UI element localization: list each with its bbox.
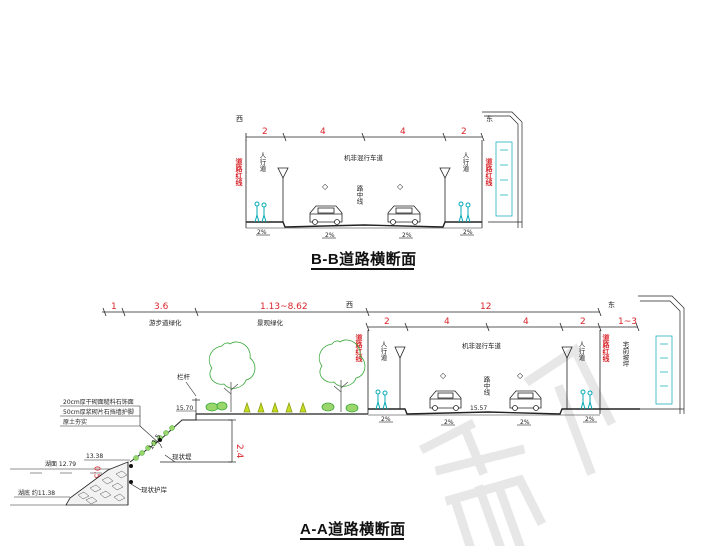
bb-slope-1: 2% xyxy=(257,229,267,236)
aa-dim-right-2a: 2 xyxy=(384,317,390,327)
aa-elev-3: 13.38 xyxy=(86,453,103,460)
aa-zone-landscape: 景观绿化 xyxy=(257,318,284,327)
aa-dim-right-4b: 4 xyxy=(523,317,529,327)
bb-slope-2: 2% xyxy=(325,232,335,239)
aa-slope-2: 2% xyxy=(444,419,454,426)
bb-dim-1: 2 xyxy=(262,127,268,137)
aa-arrow-right-icon: ◇ xyxy=(517,371,524,380)
aa-road-surface xyxy=(368,408,640,415)
bb-arrow-right-icon: ◇ xyxy=(397,182,404,191)
aa-dim-right-4a: 4 xyxy=(444,317,450,327)
aa-lamp-left-icon xyxy=(394,346,406,409)
aa-red-line-right: 道路红线 xyxy=(602,333,611,363)
aa-zone-trail: 游步道绿化 xyxy=(149,318,182,327)
aa-layer-3: 原土夯实 xyxy=(63,418,87,426)
aa-centerline: 路中线 xyxy=(482,375,490,396)
bb-section-title: B-B道路横断面 xyxy=(311,251,417,268)
aa-dim-12: 12 xyxy=(480,302,491,312)
aa-elev-2: 15.57 xyxy=(470,405,487,412)
bb-pedestrian-right-icon xyxy=(458,201,471,223)
bb-dim-2: 4 xyxy=(320,127,326,137)
aa-dim-right-2b: 2 xyxy=(580,317,586,327)
bb-red-line-left: 道路红线 xyxy=(235,157,244,187)
bb-dim-4: 2 xyxy=(461,127,467,137)
aa-marker-dot-3 xyxy=(158,438,162,442)
watermark xyxy=(418,343,617,546)
aa-sidewalk-left: 人行道 xyxy=(379,341,387,362)
bb-slope-3: 2% xyxy=(402,232,412,239)
aa-marker-dot-1 xyxy=(129,464,133,468)
bb-section: 西 东 2 4 4 2 道路红线 道路红线 人行道 人行道 机非混行车道 路中线… xyxy=(235,111,523,239)
bb-building-icon xyxy=(482,111,523,228)
aa-dir-east: 东 xyxy=(608,300,615,309)
aa-slope-3: 2% xyxy=(520,419,530,426)
bb-car-left-icon xyxy=(309,205,343,225)
aa-tree-right-icon xyxy=(318,339,366,412)
bb-car-right-icon xyxy=(387,205,421,225)
aa-railing-icon xyxy=(192,398,200,414)
aa-height-24: 2.4 xyxy=(234,444,244,459)
aa-dim-left-2: 3.6 xyxy=(154,302,169,312)
aa-car-right-icon xyxy=(509,390,542,411)
aa-dir-west: 西 xyxy=(346,301,353,309)
bb-dim-3: 4 xyxy=(400,127,406,137)
aa-marker-dot-2 xyxy=(129,480,133,484)
aa-dim-left-1: 1 xyxy=(111,302,117,312)
aa-pedestrian-left-icon xyxy=(375,389,388,410)
bb-title-underline xyxy=(311,268,414,270)
aa-tree-left-icon xyxy=(208,341,256,412)
aa-house-slope: 宅前坡坪 xyxy=(621,340,629,369)
aa-section: 1 3.6 1.13~8.62 西 游步道绿化 景观绿化 12 东 2 4 4 … xyxy=(10,295,685,506)
bb-centerline: 路中线 xyxy=(355,184,363,205)
aa-building-icon xyxy=(638,295,685,414)
aa-pedestrian-right-icon xyxy=(580,389,593,410)
aa-lamp-right-icon xyxy=(561,346,573,409)
aa-layer-1: 20cm厚干砌面糙料石饰面 xyxy=(63,398,134,406)
bb-sidewalk-right: 人行道 xyxy=(461,152,469,173)
aa-dim-left-3: 1.13~8.62 xyxy=(260,302,308,312)
aa-car-left-icon xyxy=(429,390,462,411)
aa-title-underline xyxy=(300,538,404,540)
aa-elev-1: 15.70 xyxy=(176,405,193,412)
aa-existing-bank: 现状堤 xyxy=(172,452,192,461)
bb-road-surface xyxy=(246,221,482,228)
bb-dir-west: 西 xyxy=(236,115,243,123)
aa-lake-bottom: 湖底 约11.38 xyxy=(18,489,55,497)
aa-section-title: A-A道路横断面 xyxy=(300,521,406,538)
aa-railing-label: 栏杆 xyxy=(177,372,191,381)
aa-layer-2: 50cm厚浆砌片石挡墙护脚 xyxy=(63,408,134,416)
aa-roadway: 机非混行车道 xyxy=(462,341,502,350)
aa-height-05: 0.5 xyxy=(93,466,102,479)
aa-lake-level: 湖面 12.79 xyxy=(45,460,76,468)
bb-lamp-right-icon xyxy=(439,167,451,222)
bb-sidewalk-left: 人行道 xyxy=(258,152,266,173)
aa-arrow-left-icon: ◇ xyxy=(440,371,447,380)
bb-red-line-right: 道路红线 xyxy=(485,157,494,187)
bb-roadway: 机非混行车道 xyxy=(344,153,384,162)
aa-slope-4: 2% xyxy=(585,416,595,423)
bb-arrow-left-icon: ◇ xyxy=(322,182,329,191)
aa-shrubs-icon xyxy=(205,401,359,413)
aa-dim-right-1-3: 1~3 xyxy=(618,317,637,327)
aa-slope-stones-icon xyxy=(133,425,175,461)
bb-lamp-left-icon xyxy=(277,167,289,222)
bb-slope-4: 2% xyxy=(463,229,473,236)
aa-sidewalk-right: 人行道 xyxy=(577,341,585,362)
aa-existing-revetment: 现状护岸 xyxy=(141,485,168,494)
aa-slope-1: 2% xyxy=(381,416,391,423)
bb-pedestrian-left-icon xyxy=(254,201,267,223)
bb-dir-east: 东 xyxy=(486,114,493,123)
